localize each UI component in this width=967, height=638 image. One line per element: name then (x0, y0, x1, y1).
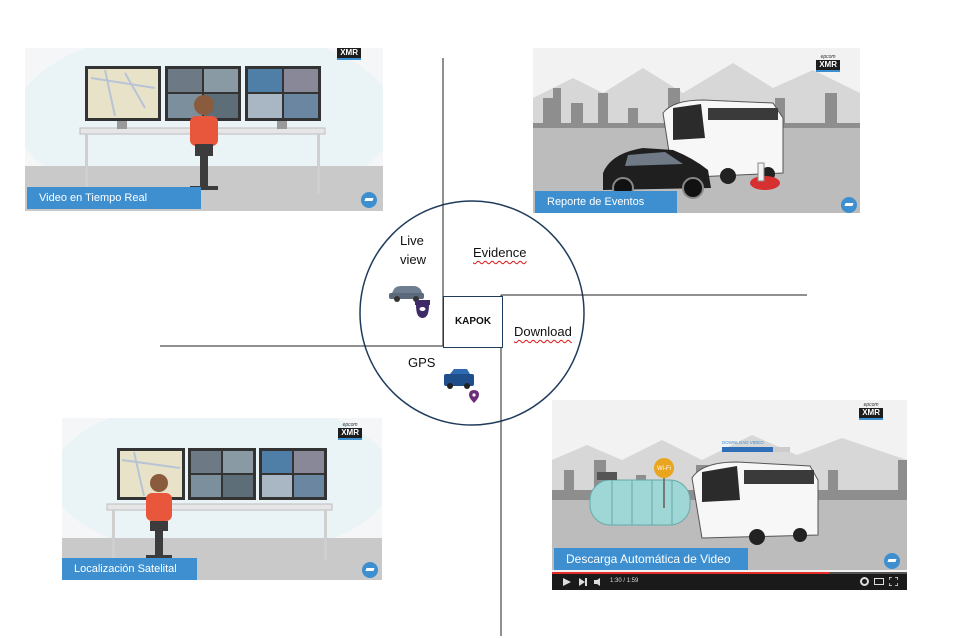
location-pin-icon (469, 390, 479, 403)
caption-satellite: Localización Satelital (62, 558, 197, 580)
panel-satellite: epcom XMR Localización Satelital (62, 418, 382, 580)
syscom-logo (841, 197, 857, 213)
truck-icon (444, 369, 474, 389)
caption-live-video: Video en Tiempo Real (27, 187, 201, 209)
caption-video-download: Descarga Automática de Video (554, 548, 748, 570)
xmr-logo: XMR (337, 48, 361, 60)
syscom-logo (362, 562, 378, 578)
next-icon[interactable] (579, 578, 587, 586)
epcom-xmr-logo: epcom XMR (859, 402, 883, 420)
wifi-label: Wi-Fi (657, 466, 671, 472)
central-circle (359, 200, 585, 426)
epcom-xmr-logo: epcom XMR (338, 422, 362, 440)
download-progress-label: DOWNLOAD VIDEO (722, 440, 764, 445)
dome-camera-icon (415, 300, 430, 318)
car-icon (389, 286, 424, 302)
kapok-center-box: KAPOK (443, 296, 503, 348)
video-player-controls: 1:30 / 1:59 (552, 572, 907, 590)
volume-icon[interactable] (594, 578, 603, 586)
player-time: 1:30 / 1:59 (610, 578, 639, 584)
caption-event-report: Reporte de Eventos (535, 191, 677, 213)
panel-event-report: epcom XMR Reporte de Eventos (533, 48, 860, 213)
label-gps: GPS (408, 355, 436, 370)
syscom-logo (884, 553, 900, 569)
label-live-view-line1: Live (400, 233, 424, 248)
player-progress-fill (552, 572, 829, 574)
download-progress-fill (722, 447, 773, 452)
epcom-xmr-logo: epcom XMR (816, 54, 840, 72)
panel-live-video: XMR Video en Tiempo Real (25, 48, 383, 211)
bus-car-illustration (533, 63, 860, 213)
panel-video-download: Wi-Fi DOWNLOAD VIDEO epcom XMR Descarga … (552, 400, 907, 590)
label-live-view-line2: view (400, 252, 427, 267)
play-icon[interactable] (563, 578, 571, 586)
syscom-logo (361, 192, 377, 208)
theater-mode-icon[interactable] (874, 578, 884, 585)
label-download: Download (514, 324, 572, 339)
label-evidence: Evidence (473, 245, 527, 260)
settings-icon[interactable] (860, 577, 869, 586)
